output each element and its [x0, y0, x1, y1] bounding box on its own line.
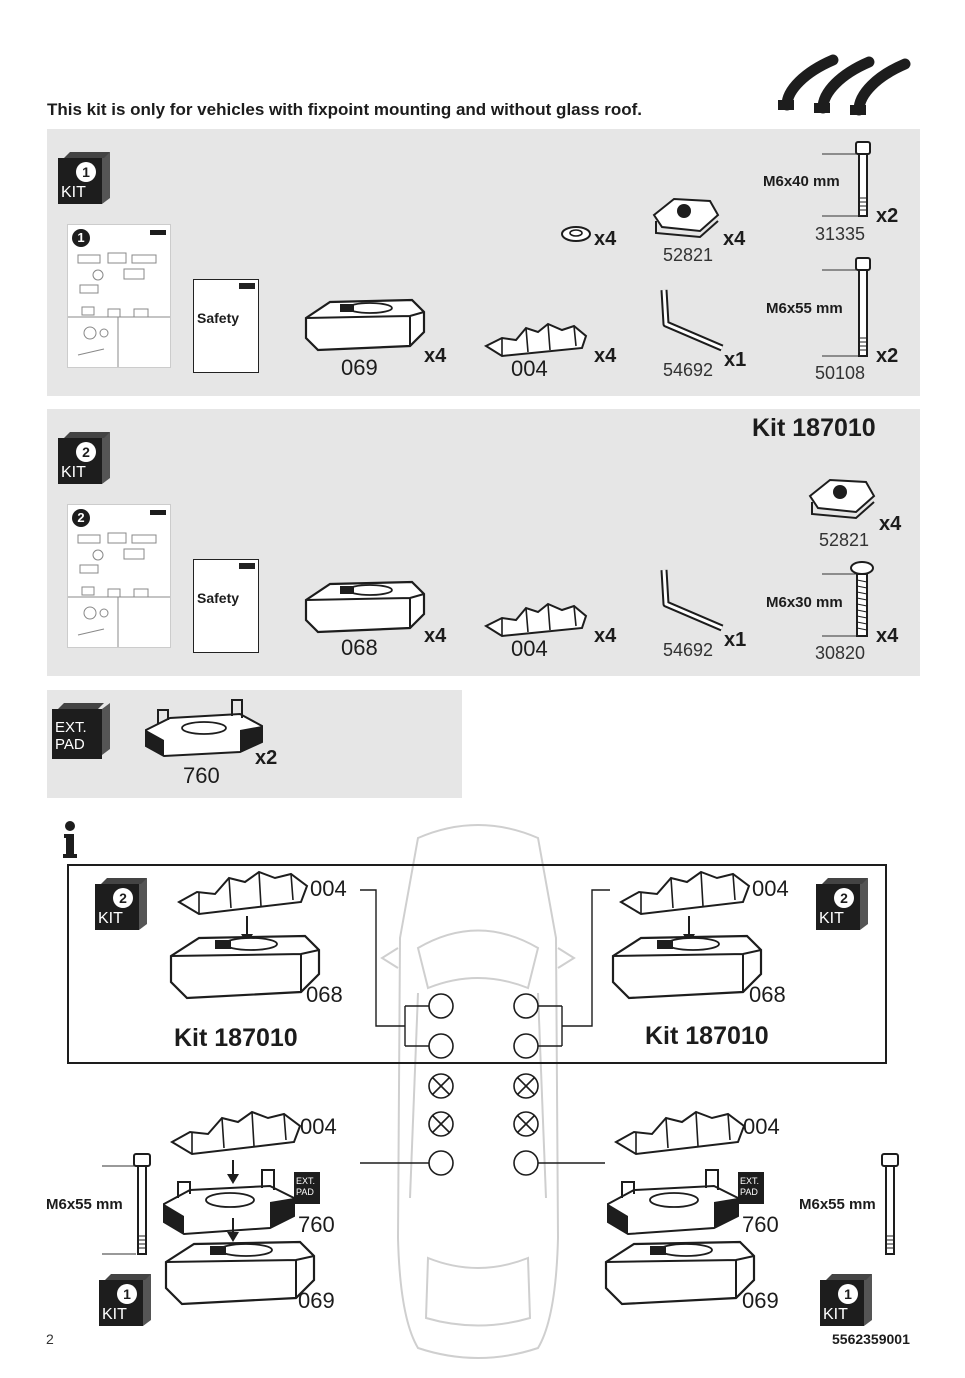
bolt-m6x55-icon [822, 257, 871, 357]
washer-qty: x4 [594, 228, 617, 250]
mount-point-mid-right [513, 1033, 539, 1059]
pad-004-qty: x4 [594, 345, 617, 367]
kit1-instruction-manual: 1 [68, 225, 170, 367]
clip-52821-icon [652, 197, 720, 239]
foot-069-code: 069 [341, 355, 378, 380]
kit1-safety-leaflet: Safety [193, 279, 259, 373]
diagram-right-top-foot-code: 068 [749, 982, 786, 1007]
foot-068-icon [169, 934, 321, 1000]
kit2-allen-key-code: 54692 [663, 640, 714, 660]
diagram-left-top-kit-title: Kit 187010 [174, 1024, 298, 1052]
diagram-left-bottom-ext-code: 760 [298, 1212, 335, 1237]
mount-point-rear-right [513, 1150, 539, 1176]
kit2-clip-qty: x4 [879, 513, 902, 535]
clip-52821-code: 52821 [663, 245, 714, 265]
foot-068-qty: x4 [424, 625, 447, 647]
foot-069-icon [164, 1240, 316, 1306]
header-notice: This kit is only for vehicles with fixpo… [47, 100, 643, 119]
ext-pad-760-icon [163, 1169, 295, 1236]
ext-pad-qty: x2 [255, 747, 278, 769]
diagram-right-bottom-bolt-size: M6x55 mm [799, 1196, 876, 1213]
page-number: 2 [46, 1331, 54, 1347]
roof-bars-icon [778, 54, 911, 116]
allen-key-icon [660, 289, 724, 352]
foot-068-icon [304, 580, 426, 634]
pad-004-code: 004 [511, 356, 548, 381]
car-outline-icon [380, 824, 576, 1359]
bolt-m6x40-code: 31335 [815, 224, 866, 244]
allen-key-icon [660, 569, 724, 632]
bolt-m6x55-icon [881, 1153, 899, 1255]
washer-icon [561, 226, 591, 242]
kit2-clip-code: 52821 [819, 530, 870, 550]
bolt-m6x55-size: M6x55 mm [766, 300, 843, 317]
kit1-panel [47, 129, 920, 396]
kit2-allen-key-qty: x1 [724, 629, 747, 651]
bolt-m6x30-size: M6x30 mm [766, 594, 843, 611]
diagram-right-top-kit-title: Kit 187010 [645, 1022, 769, 1050]
kit2-position-frame [67, 864, 887, 1064]
ext-pad-760-icon [607, 1169, 739, 1236]
foot-069-qty: x4 [424, 345, 447, 367]
bolt-m6x30-icon [822, 561, 874, 637]
pad-004-icon [619, 870, 751, 916]
diagram-left-bottom-foot-code: 069 [298, 1288, 335, 1313]
down-arrow-icon [227, 1218, 239, 1242]
mount-point-mid-left [428, 1033, 454, 1059]
ext-pad-760-icon [145, 699, 263, 758]
clip-52821-icon [808, 478, 876, 520]
kit2-pad-004-code: 004 [511, 636, 548, 661]
allen-key-qty: x1 [724, 349, 747, 371]
ext-pad-badge: EXT.PAD [52, 703, 110, 759]
foot-069-icon [604, 1240, 756, 1306]
diagram-left-top-pad-code: 004 [310, 876, 347, 901]
bolt-m6x40-size: M6x40 mm [763, 173, 840, 190]
pad-004-icon [177, 870, 309, 916]
clip-52821-qty: x4 [723, 228, 746, 250]
foot-069-icon [304, 298, 426, 352]
diagram-right-bottom-ext-badge: EXT.PAD [738, 1168, 768, 1204]
pad-004-icon [614, 1110, 746, 1156]
foot-068-icon [611, 934, 763, 1000]
diagram-left-bottom-bolt-size: M6x55 mm [46, 1196, 123, 1213]
allen-key-code: 54692 [663, 360, 714, 380]
foot-068-code: 068 [341, 635, 378, 660]
mount-point-front-right [513, 993, 539, 1019]
kit2-title: Kit 187010 [752, 414, 876, 442]
bolt-m6x55-qty: x2 [876, 345, 899, 367]
bolt-m6x40-qty: x2 [876, 205, 899, 227]
kit2-safety-leaflet: Safety [193, 559, 259, 653]
diagram-right-top-pad-code: 004 [752, 876, 789, 901]
doc-number: 5562359001 [832, 1331, 910, 1347]
pad-004-icon [483, 322, 588, 358]
pad-004-icon [483, 602, 588, 638]
bolt-m6x30-code: 30820 [815, 643, 866, 663]
kit2-pad-004-qty: x4 [594, 625, 617, 647]
bolt-m6x55-icon [102, 1153, 151, 1255]
kit2-instruction-manual: 2 [68, 505, 170, 647]
diagram-left-bottom-ext-badge: EXT.PAD [294, 1168, 324, 1204]
ext-pad-code: 760 [183, 763, 220, 788]
diagram-left-bottom-pad-code: 004 [300, 1114, 337, 1139]
mount-point-front-left [428, 993, 454, 1019]
diagram-right-bottom-pad-code: 004 [743, 1114, 780, 1139]
bolt-m6x30-qty: x4 [876, 625, 899, 647]
bolt-m6x55-code: 50108 [815, 363, 866, 383]
diagram-right-bottom-foot-code: 069 [742, 1288, 779, 1313]
diagram-right-bottom-ext-code: 760 [742, 1212, 779, 1237]
diagram-left-top-foot-code: 068 [306, 982, 343, 1007]
mounting-points [360, 889, 610, 1176]
down-arrow-icon [227, 1160, 239, 1184]
bolt-m6x40-icon [822, 141, 871, 217]
mount-point-rear-left [428, 1150, 454, 1176]
info-icon [63, 821, 77, 858]
kit2-panel [47, 409, 920, 676]
pad-004-icon [170, 1110, 302, 1156]
